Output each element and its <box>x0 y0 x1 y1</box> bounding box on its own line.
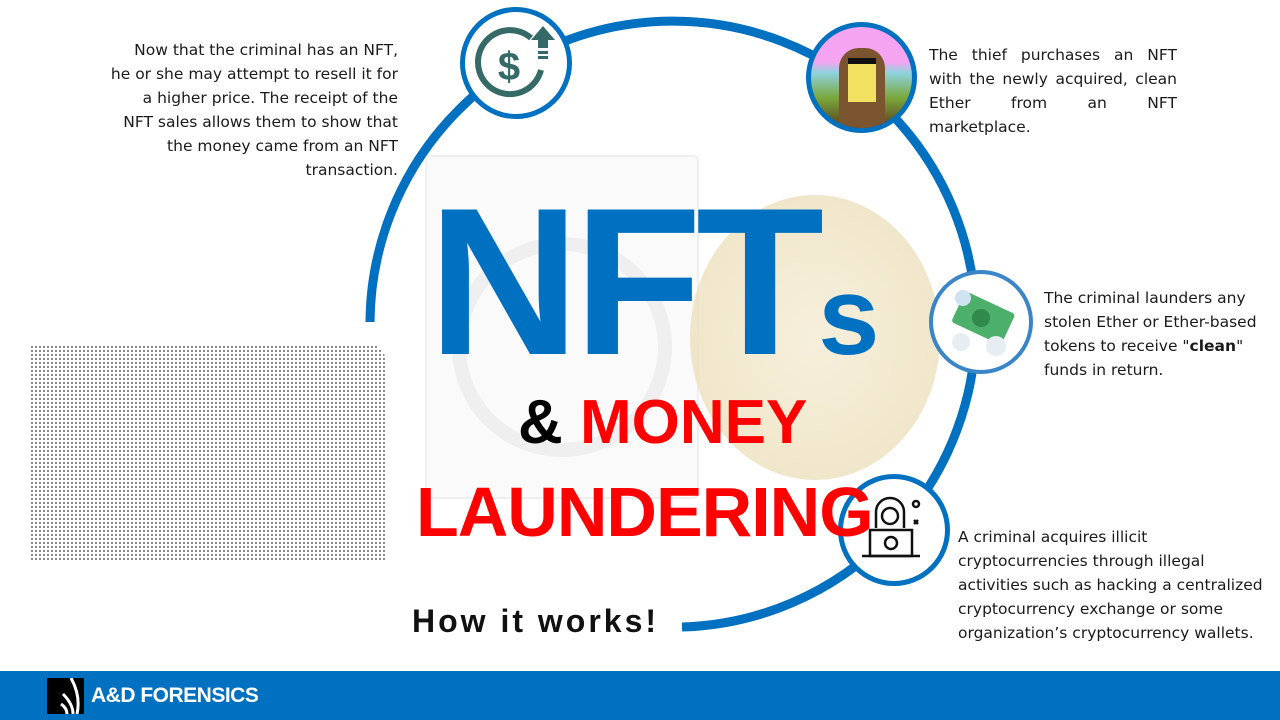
title-money: & MONEY <box>518 388 808 457</box>
cash-wash-icon <box>929 270 1033 374</box>
dollar-up-icon: $ <box>460 7 572 119</box>
title-laundering: LAUNDERING <box>416 473 874 551</box>
brand-name: A&D FORENSICS <box>91 684 259 707</box>
brand-logo <box>47 678 84 714</box>
hacker-laptop-bitcoin-icon <box>838 474 950 586</box>
footer-bar: A&D FORENSICS <box>0 671 1280 720</box>
dot-pattern <box>30 345 385 562</box>
pixel-mona-lisa-nft-icon <box>806 22 917 133</box>
nft-coin-background <box>690 195 940 480</box>
step-resell-text: Now that the criminal has an NFT, he or … <box>110 41 398 179</box>
tagline: How it works! <box>412 603 660 639</box>
step-purchase-text: The thief purchases an NFT with the newl… <box>929 46 1177 136</box>
step-acquire-text: A criminal acquires illicit cryptocurren… <box>958 528 1263 642</box>
step-launder-text: The criminal launders any stolen Ether o… <box>1044 289 1257 379</box>
washing-machine-background <box>425 155 699 499</box>
title-nft: NFTs <box>428 164 880 399</box>
svg-text:$: $ <box>498 45 520 89</box>
